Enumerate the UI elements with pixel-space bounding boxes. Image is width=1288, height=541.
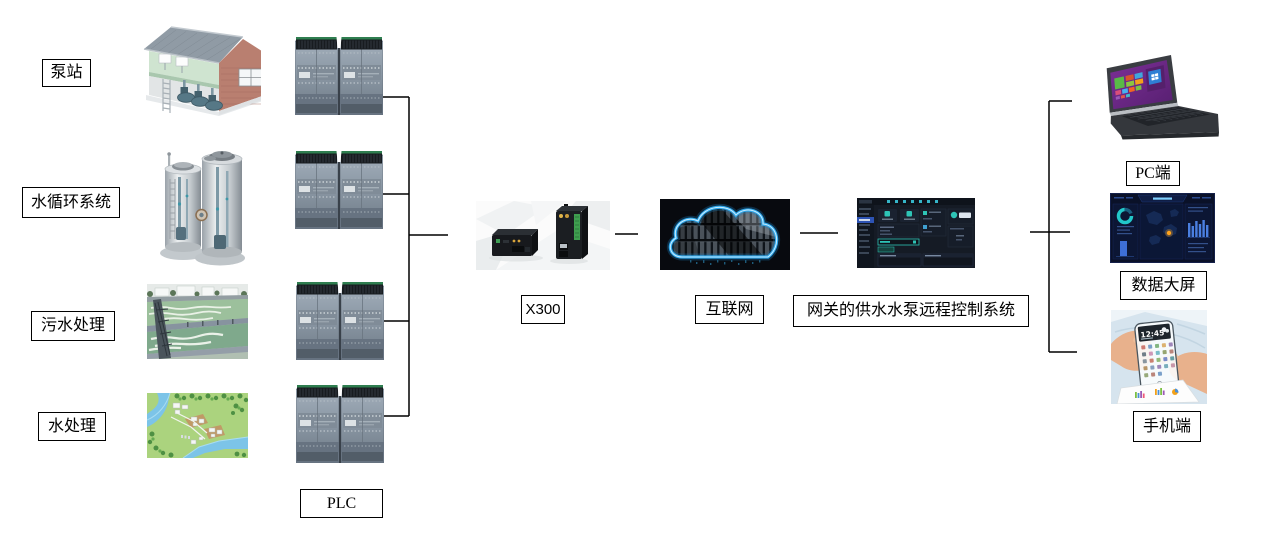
label-sewage-treatment: 污水处理 — [31, 311, 115, 341]
gateway-software-screenshot — [857, 198, 975, 268]
sewage-treatment-image — [147, 284, 248, 359]
label-water-circulation: 水循环系统 — [22, 187, 120, 218]
router-side-device — [556, 204, 588, 259]
pump-station-image — [143, 23, 261, 120]
x300-device-photo — [476, 201, 610, 270]
label-internet: 互联网 — [695, 295, 764, 324]
plant-map-illustration — [147, 393, 248, 458]
label-water-circulation-text: 水循环系统 — [30, 193, 111, 211]
x300-gateway-image — [476, 201, 610, 270]
laptop-illustration — [1106, 55, 1219, 140]
pc-laptop-image — [1100, 52, 1228, 147]
label-pump-station-text: 泵站 — [50, 64, 83, 81]
cloud-icon — [660, 199, 790, 270]
label-mobile: 手机端 — [1133, 411, 1201, 442]
connector-path — [383, 96, 1077, 417]
label-water-treatment: 水处理 — [38, 412, 106, 441]
label-sewage-treatment-text: 污水处理 — [40, 317, 105, 334]
label-x300-text: X300 — [525, 301, 561, 318]
label-pump-station: 泵站 — [42, 59, 91, 87]
plc-image-4 — [296, 385, 384, 463]
phone-in-hands-photo: 12:45 — [1111, 310, 1207, 404]
scada-ui-screenshot — [857, 198, 975, 268]
sewage-plant-photo — [147, 284, 248, 359]
tanks-illustration — [160, 151, 245, 266]
mobile-phone-image: 12:45 — [1111, 310, 1207, 404]
water-treatment-image — [147, 393, 248, 458]
label-gateway-system-text: 网关的供水水泵远程控制系统 — [806, 302, 1015, 319]
label-water-treatment-text: 水处理 — [47, 417, 96, 435]
label-pc-text: PC端 — [1135, 164, 1171, 182]
label-mobile-text: 手机端 — [1142, 417, 1191, 435]
label-internet-text: 互联网 — [705, 300, 754, 318]
label-data-screen: 数据大屏 — [1120, 271, 1207, 300]
internet-cloud-image — [660, 199, 790, 270]
plc-image-3 — [296, 282, 384, 360]
label-x300: X300 — [521, 295, 565, 324]
data-screen-image — [1110, 193, 1215, 263]
label-pc: PC端 — [1126, 161, 1180, 186]
plc-image-1 — [295, 37, 383, 115]
label-data-screen-text: 数据大屏 — [1131, 276, 1196, 294]
label-plc: PLC — [300, 489, 383, 518]
water-circulation-image — [156, 149, 248, 270]
router-front-device — [492, 229, 538, 256]
phone-clock-text: 12:45 — [1140, 328, 1165, 339]
plc-image-2 — [295, 151, 383, 229]
house-illustration — [143, 26, 261, 116]
dashboard-bigscreen — [1110, 193, 1215, 263]
label-plc-text: PLC — [326, 494, 357, 512]
label-gateway-system: 网关的供水水泵远程控制系统 — [793, 295, 1029, 327]
